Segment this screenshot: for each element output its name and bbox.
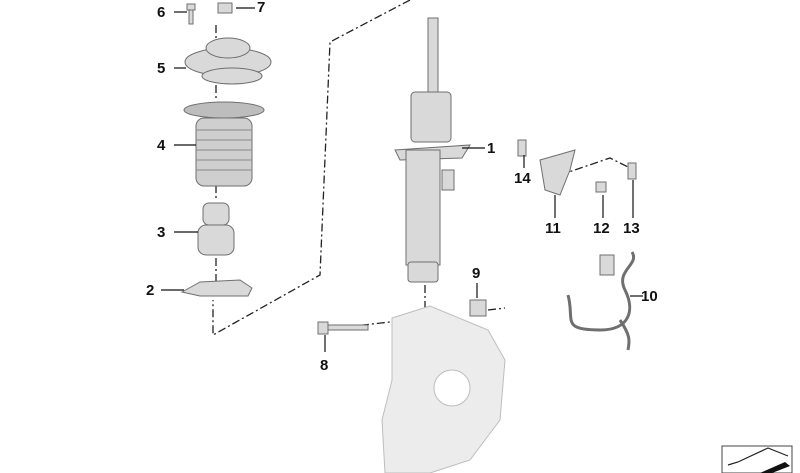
callout-5: 5	[157, 60, 166, 77]
part-4-dust-boot[interactable]	[183, 101, 265, 187]
callout-14: 14	[514, 170, 531, 187]
callout-8: 8	[320, 357, 329, 374]
callout-10: 10	[641, 288, 658, 305]
callout-2: 2	[146, 282, 155, 299]
part-12-nut[interactable]	[595, 181, 607, 193]
callout-1: 1	[487, 140, 496, 157]
callout-6: 6	[157, 4, 166, 21]
part-6-bolt[interactable]	[186, 3, 196, 25]
part-11-bracket[interactable]	[539, 149, 576, 196]
part-3-bump-stop[interactable]	[197, 202, 235, 256]
part-10-wear-sensor[interactable]	[566, 251, 636, 351]
part-14-screw[interactable]	[517, 139, 527, 157]
part-9-nut[interactable]	[469, 299, 487, 317]
callout-9: 9	[472, 265, 481, 282]
part-2-spring-seat[interactable]	[180, 279, 253, 297]
callout-12: 12	[593, 220, 610, 237]
leader-lines	[161, 7, 643, 352]
part-1-shock-absorber[interactable]	[394, 17, 471, 283]
callout-11: 11	[545, 220, 561, 237]
part-8-bolt[interactable]	[317, 321, 369, 335]
callout-4: 4	[157, 137, 166, 154]
callout-13: 13	[623, 220, 640, 237]
part-5-strut-mount[interactable]	[184, 37, 272, 85]
part-7-nut[interactable]	[217, 2, 233, 14]
callout-7: 7	[257, 0, 266, 16]
part-13-screw[interactable]	[627, 162, 637, 180]
next-page-icon[interactable]	[721, 445, 793, 473]
callout-3: 3	[157, 224, 166, 241]
